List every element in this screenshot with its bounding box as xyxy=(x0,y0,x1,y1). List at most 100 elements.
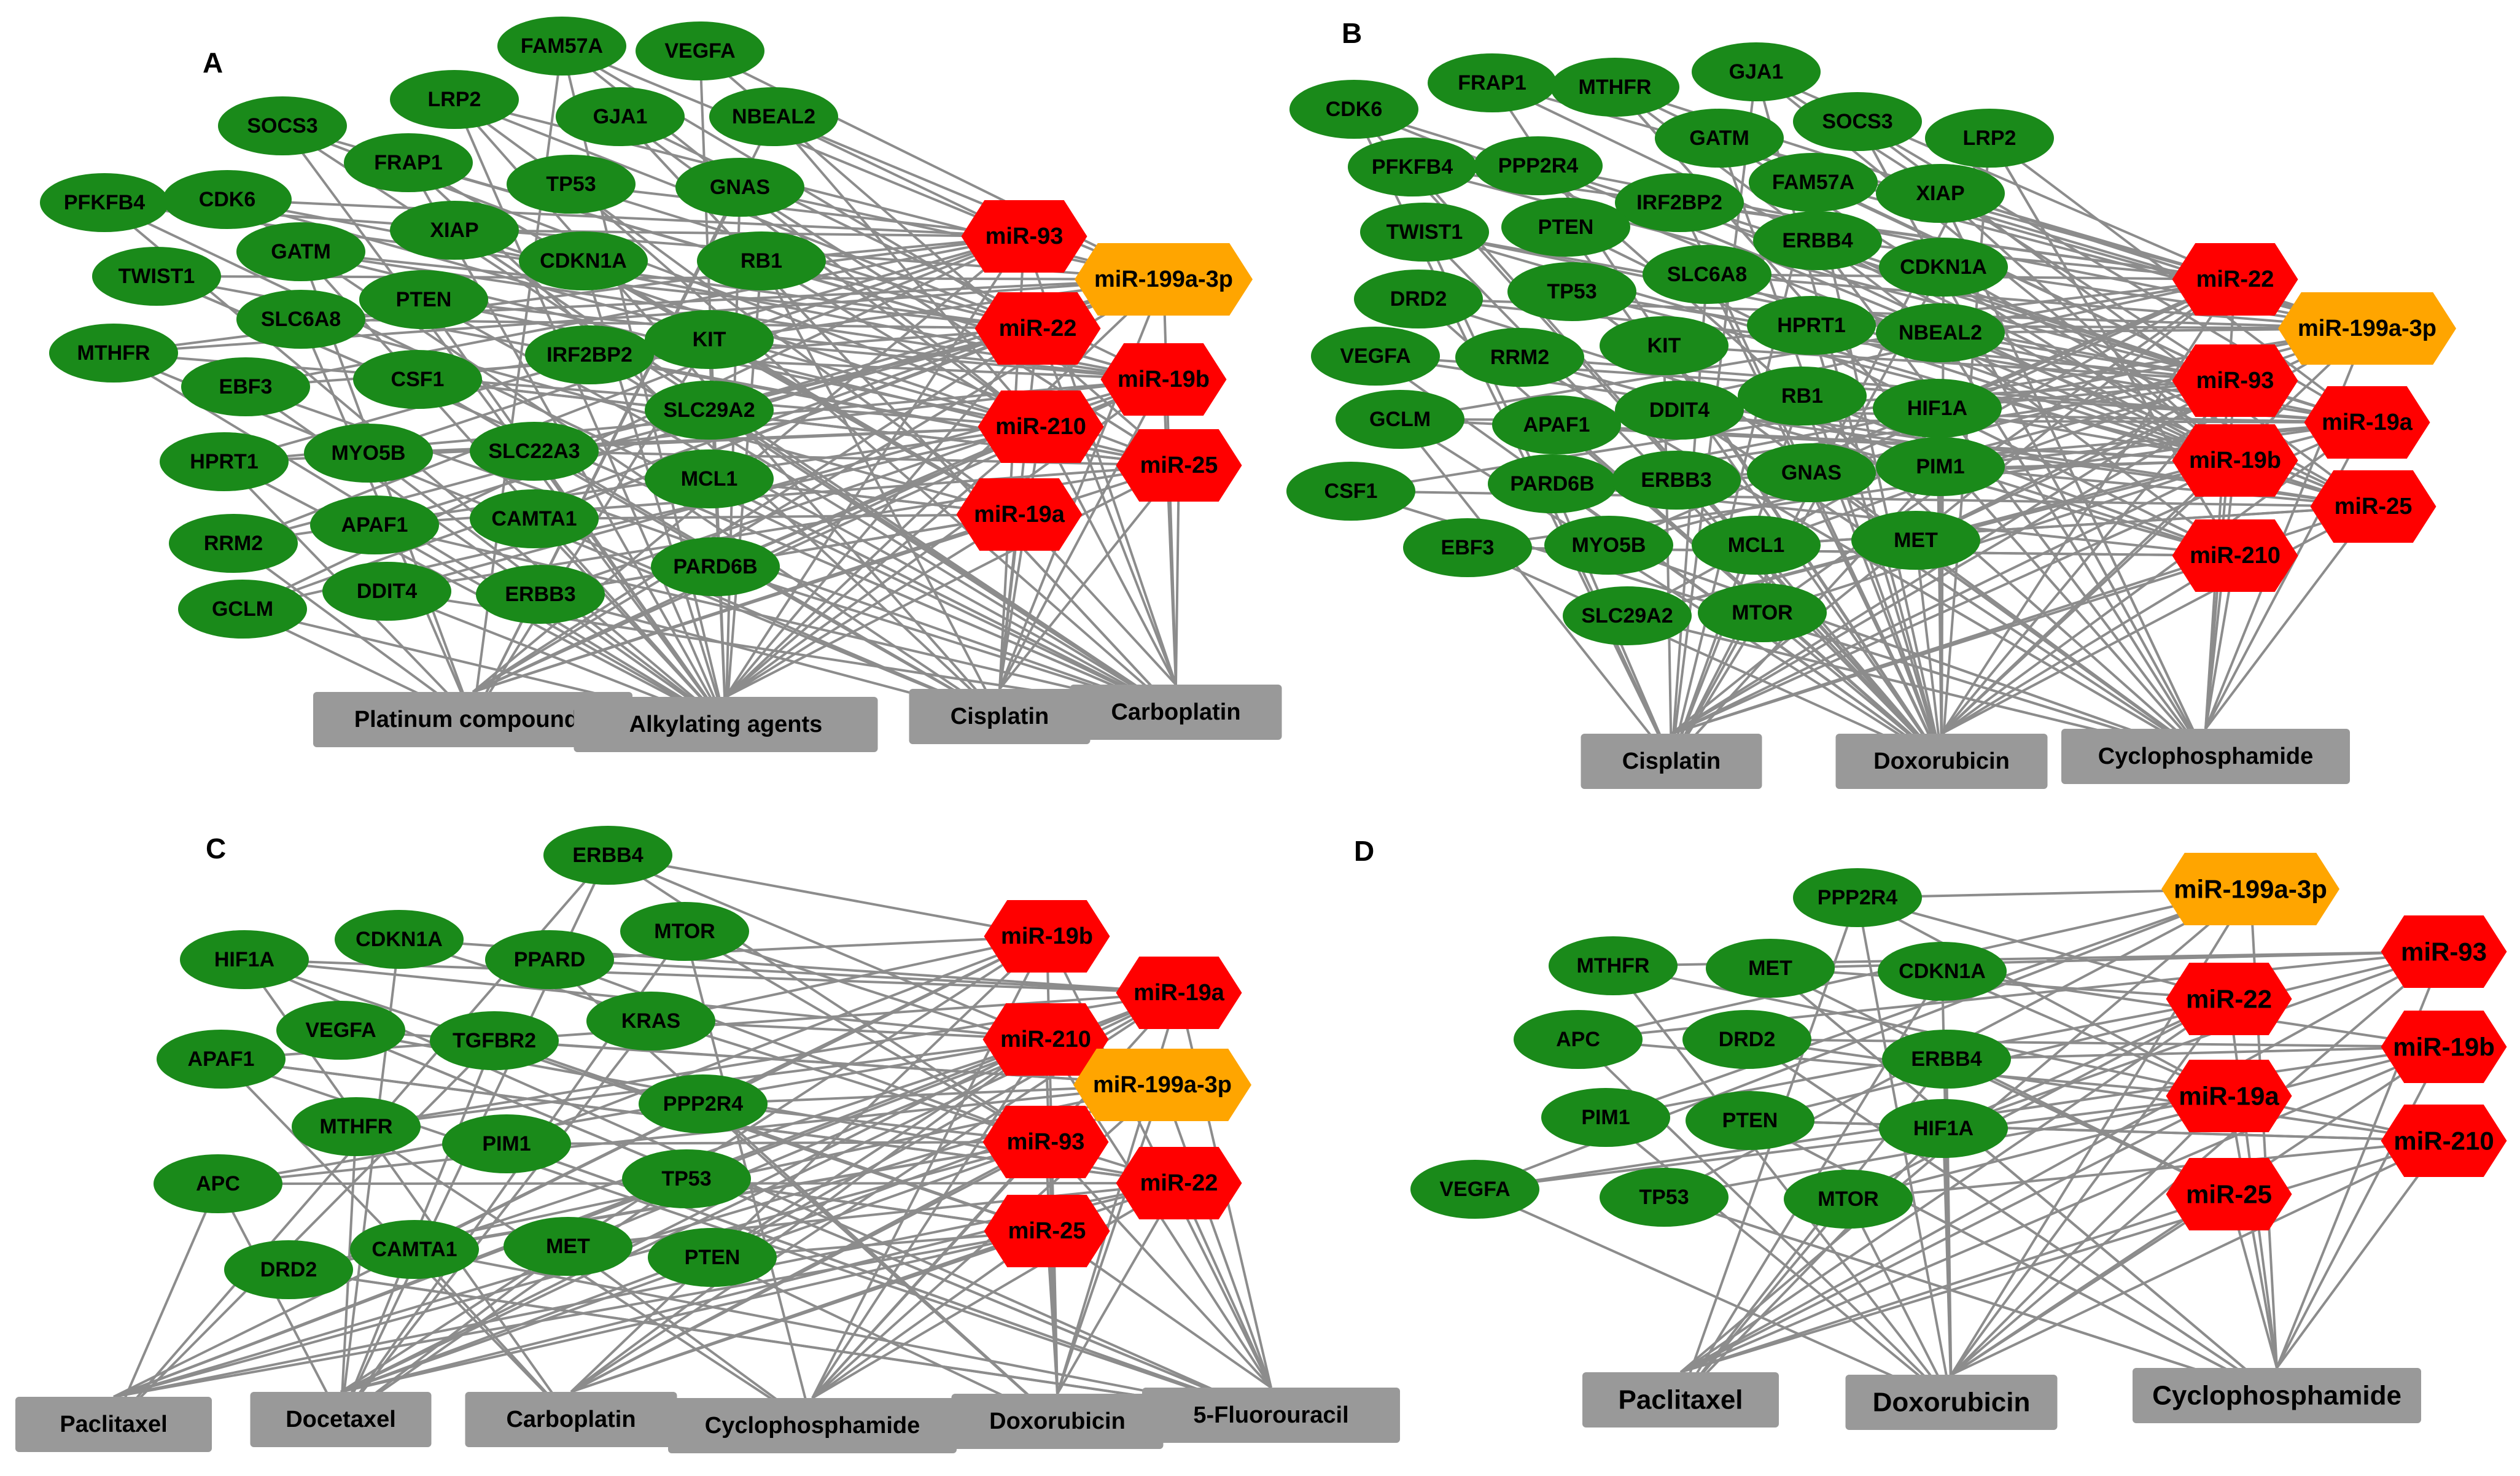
gene-label: PPARD xyxy=(514,948,586,971)
edge xyxy=(998,464,1180,690)
mirna-label: miR-210 xyxy=(1000,1027,1091,1052)
gene-node: NBEAL2 xyxy=(1876,303,2005,362)
gene-label: GJA1 xyxy=(1729,60,1784,84)
mirna-node-shape xyxy=(2166,1060,2292,1132)
edge xyxy=(1671,554,2236,735)
mirna-node-shape xyxy=(2161,853,2339,925)
edge xyxy=(1162,379,1177,685)
gene-label: CDK6 xyxy=(1326,98,1383,121)
mirna-node: miR-93 xyxy=(2172,344,2298,417)
edge xyxy=(340,1230,1048,1393)
edge xyxy=(760,260,1001,717)
edge xyxy=(1474,1095,2230,1191)
gene-label: ERBB3 xyxy=(505,583,575,606)
gene-node-shape xyxy=(390,70,519,129)
edge xyxy=(453,99,727,725)
gene-node: CDK6 xyxy=(1289,80,1418,139)
gene-label: APC xyxy=(1556,1028,1600,1051)
gene-node-shape xyxy=(470,422,599,481)
gene-node-shape xyxy=(1643,245,1771,304)
gene-label: PIM1 xyxy=(482,1132,531,1156)
gene-label: FAM57A xyxy=(521,34,603,58)
gene-label: RRM2 xyxy=(1490,346,1549,369)
gene-node: PIM1 xyxy=(442,1114,571,1173)
edge xyxy=(232,542,474,721)
mirna-node: miR-19a xyxy=(2166,1060,2292,1132)
gene-label: DRD2 xyxy=(1719,1028,1776,1051)
gene-label: TWIST1 xyxy=(119,265,195,288)
gene-node: SLC6A8 xyxy=(236,290,365,349)
gene-node-shape xyxy=(1501,198,1630,257)
drug-node-shape xyxy=(313,692,632,747)
edge xyxy=(300,251,1038,330)
gene-node-shape xyxy=(350,1220,479,1279)
edge xyxy=(1943,950,2444,1130)
drug-node-shape xyxy=(1581,734,1762,789)
gene-label: CAMTA1 xyxy=(371,1238,457,1261)
edge xyxy=(104,201,1176,713)
gene-node-shape xyxy=(359,270,488,329)
gene-label: EBF3 xyxy=(219,375,273,398)
gene-label: CSF1 xyxy=(1324,480,1378,503)
gene-node-shape xyxy=(1747,443,1876,502)
gene-node-shape xyxy=(1612,451,1741,510)
gene-node-shape xyxy=(322,562,451,621)
gene-node-shape xyxy=(504,1217,632,1276)
edge xyxy=(709,338,1020,516)
mirna-node-shape xyxy=(2304,386,2430,459)
gene-node: PTEN xyxy=(1501,198,1630,257)
gene-node-shape xyxy=(1879,238,2008,297)
edge xyxy=(683,930,1047,1143)
gene-node: XIAP xyxy=(390,201,519,260)
gene-node: PARD6B xyxy=(651,537,780,596)
gene-node-shape xyxy=(1876,437,2005,496)
drug-label: Doxorubicin xyxy=(1873,748,2010,774)
mirna-label: miR-19b xyxy=(2393,1033,2495,1062)
gene-node-shape xyxy=(525,325,654,384)
gene-label: GJA1 xyxy=(593,105,648,128)
edge xyxy=(112,1039,496,1426)
drug-node: Docetaxel xyxy=(250,1392,432,1447)
edge xyxy=(1680,1140,2444,1373)
mirna-node: miR-210 xyxy=(982,1003,1109,1076)
gene-node: HIF1A xyxy=(1879,1099,2008,1158)
mirna-label: miR-19a xyxy=(1134,980,1225,1006)
drug-node: Cisplatin xyxy=(1581,734,1762,789)
gene-node-shape xyxy=(236,222,365,281)
gene-label: VEGFA xyxy=(305,1019,376,1042)
mirna-node-shape xyxy=(2166,963,2292,1035)
edge xyxy=(607,854,1048,938)
edge xyxy=(1951,1140,2444,1376)
gene-node-shape xyxy=(390,201,519,260)
edge xyxy=(1950,998,2230,1376)
gene-node-shape xyxy=(169,514,298,573)
gene-label: ERBB3 xyxy=(1641,468,1711,492)
gene-node-shape xyxy=(1549,936,1678,995)
mirna-node-shape xyxy=(1075,243,1253,316)
gene-label: NBEAL2 xyxy=(732,105,815,128)
mirna-label: miR-210 xyxy=(995,414,1086,440)
mirna-node: miR-210 xyxy=(978,390,1104,463)
gene-node-shape xyxy=(40,173,169,232)
drug-node-shape xyxy=(2133,1368,2421,1423)
edge xyxy=(1679,1198,1849,1401)
gene-node: CSF1 xyxy=(1286,462,1415,521)
gene-node: PPP2R4 xyxy=(1793,868,1922,927)
gene-label: CDKN1A xyxy=(356,928,443,951)
mirna-label: miR-22 xyxy=(1140,1170,1218,1196)
gene-node-shape xyxy=(636,21,764,80)
edge xyxy=(226,198,1001,718)
drug-node: Carboplatin xyxy=(465,1392,677,1447)
gene-node: PIM1 xyxy=(1541,1088,1670,1147)
gene-label: APC xyxy=(196,1172,240,1195)
edge xyxy=(1680,1095,2230,1373)
gene-label: MTOR xyxy=(1818,1187,1878,1211)
gene-node: HPRT1 xyxy=(160,432,289,491)
edge xyxy=(414,1248,1272,1416)
mirna-node: miR-22 xyxy=(2166,963,2292,1035)
gene-node-shape xyxy=(178,580,307,639)
mirna-label: miR-19b xyxy=(1001,923,1093,949)
mirna-node-shape xyxy=(1116,429,1242,502)
gene-node-shape xyxy=(645,449,774,508)
